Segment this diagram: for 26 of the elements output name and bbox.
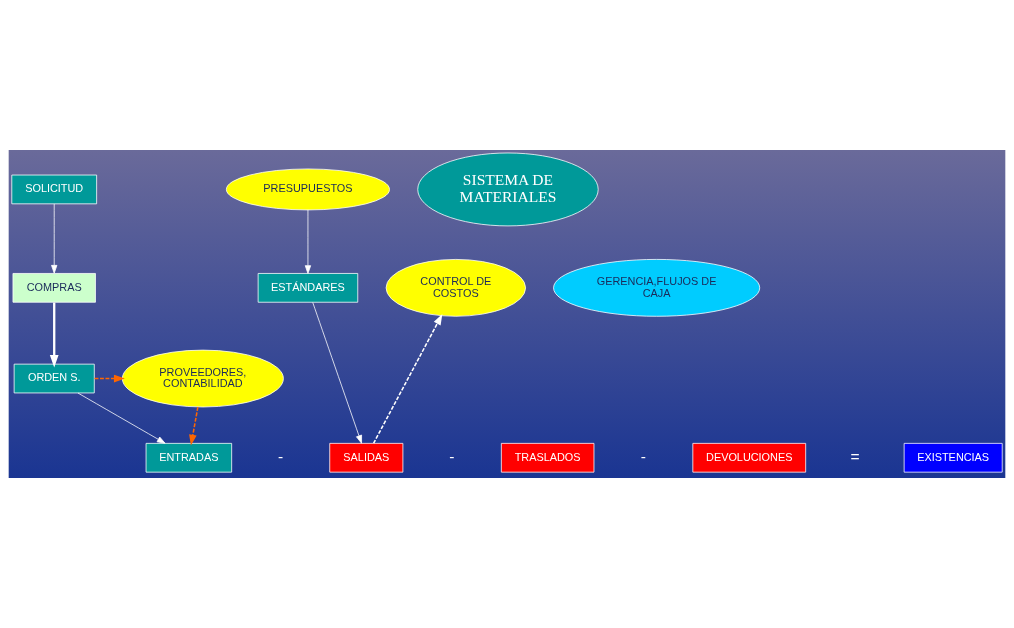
node-ellipse: PRESUPUESTOS [226, 168, 390, 211]
node-box: ESTÁNDARES [257, 273, 359, 303]
label: - [449, 447, 455, 465]
arrow [77, 392, 166, 444]
node-ellipse: CONTROL DE COSTOS [385, 259, 526, 317]
node-box: DEVOLUCIONES [692, 442, 807, 473]
node-box: SOLICITUD [11, 174, 97, 205]
node-box: SALIDAS [329, 442, 404, 473]
arrow [312, 302, 362, 444]
arrow [189, 406, 199, 446]
node-box: TRASLADOS [500, 442, 595, 473]
node-box: COMPRAS [12, 273, 96, 303]
arrow [372, 313, 443, 444]
label: - [278, 447, 284, 465]
arrow [93, 374, 125, 383]
arrow [304, 209, 312, 274]
node-ellipse: GERENCIA,FLUJOS DE CAJA [553, 259, 761, 317]
node-ellipse: SISTEMA DE MATERIALES [417, 152, 599, 227]
node-ellipse: PROVEEDORES, CONTABILIDAD [121, 349, 284, 408]
label: - [640, 447, 646, 465]
node-box: EXISTENCIAS [903, 442, 1003, 473]
arrow [49, 302, 59, 368]
label: = [850, 447, 860, 465]
arrow [51, 203, 58, 274]
node-box: ORDEN S. [13, 363, 95, 394]
node-box: ENTRADAS [145, 442, 233, 473]
